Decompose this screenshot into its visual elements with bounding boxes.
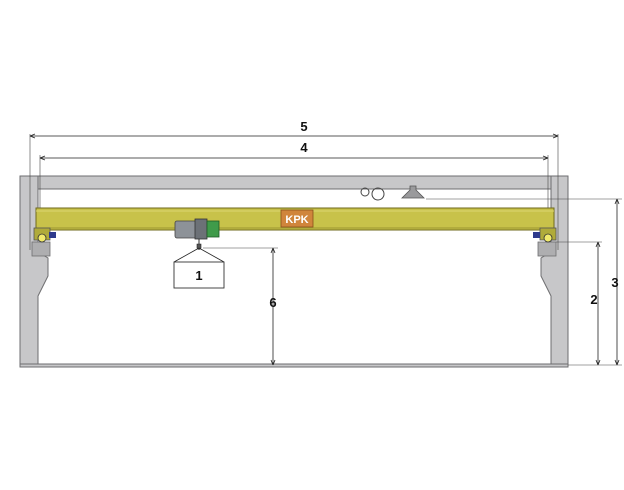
ring-small-icon — [360, 187, 370, 197]
lamp-icon — [401, 185, 425, 199]
hoist-gearbox — [194, 218, 208, 240]
load-box — [173, 261, 225, 289]
logo-plate — [280, 209, 314, 228]
logo-text: KPK — [285, 214, 308, 226]
dimension-2-label: 2 — [590, 292, 597, 307]
floor-line — [19, 363, 569, 368]
roof-beam — [19, 175, 569, 190]
right-wheel-icon — [543, 233, 553, 243]
load: 1 — [173, 247, 225, 289]
hoist-drum — [174, 220, 198, 239]
dimension-4-label: 4 — [300, 140, 308, 155]
dimension-4: 4 — [39, 140, 549, 208]
dimension-3-label: 3 — [611, 275, 618, 290]
building-frame — [19, 175, 569, 368]
sling-left — [173, 247, 200, 263]
hoist-trolley — [174, 218, 220, 250]
ceiling-fixtures — [360, 185, 425, 201]
left-drive-motor — [49, 232, 56, 238]
load-label: 1 — [195, 268, 202, 283]
dimension-3: 3 — [426, 198, 622, 366]
right-corbel — [537, 241, 557, 257]
dimension-6-label: 6 — [269, 295, 276, 310]
right-drive-motor — [533, 232, 540, 238]
crane-girder: KPK — [35, 207, 555, 231]
dimension-2: 2 — [556, 241, 602, 366]
right-wall — [540, 175, 569, 367]
dimension-5: 5 — [29, 119, 559, 250]
left-wheel-icon — [37, 233, 47, 243]
hoist-motor — [206, 220, 220, 238]
dimension-5-label: 5 — [300, 119, 307, 134]
left-end-carriage — [33, 227, 56, 243]
dimension-6: 6 — [203, 247, 278, 366]
right-end-carriage — [533, 227, 557, 243]
sling-right — [198, 247, 225, 263]
left-corbel — [31, 241, 51, 257]
ring-large-icon — [371, 187, 385, 201]
left-wall — [19, 175, 49, 367]
